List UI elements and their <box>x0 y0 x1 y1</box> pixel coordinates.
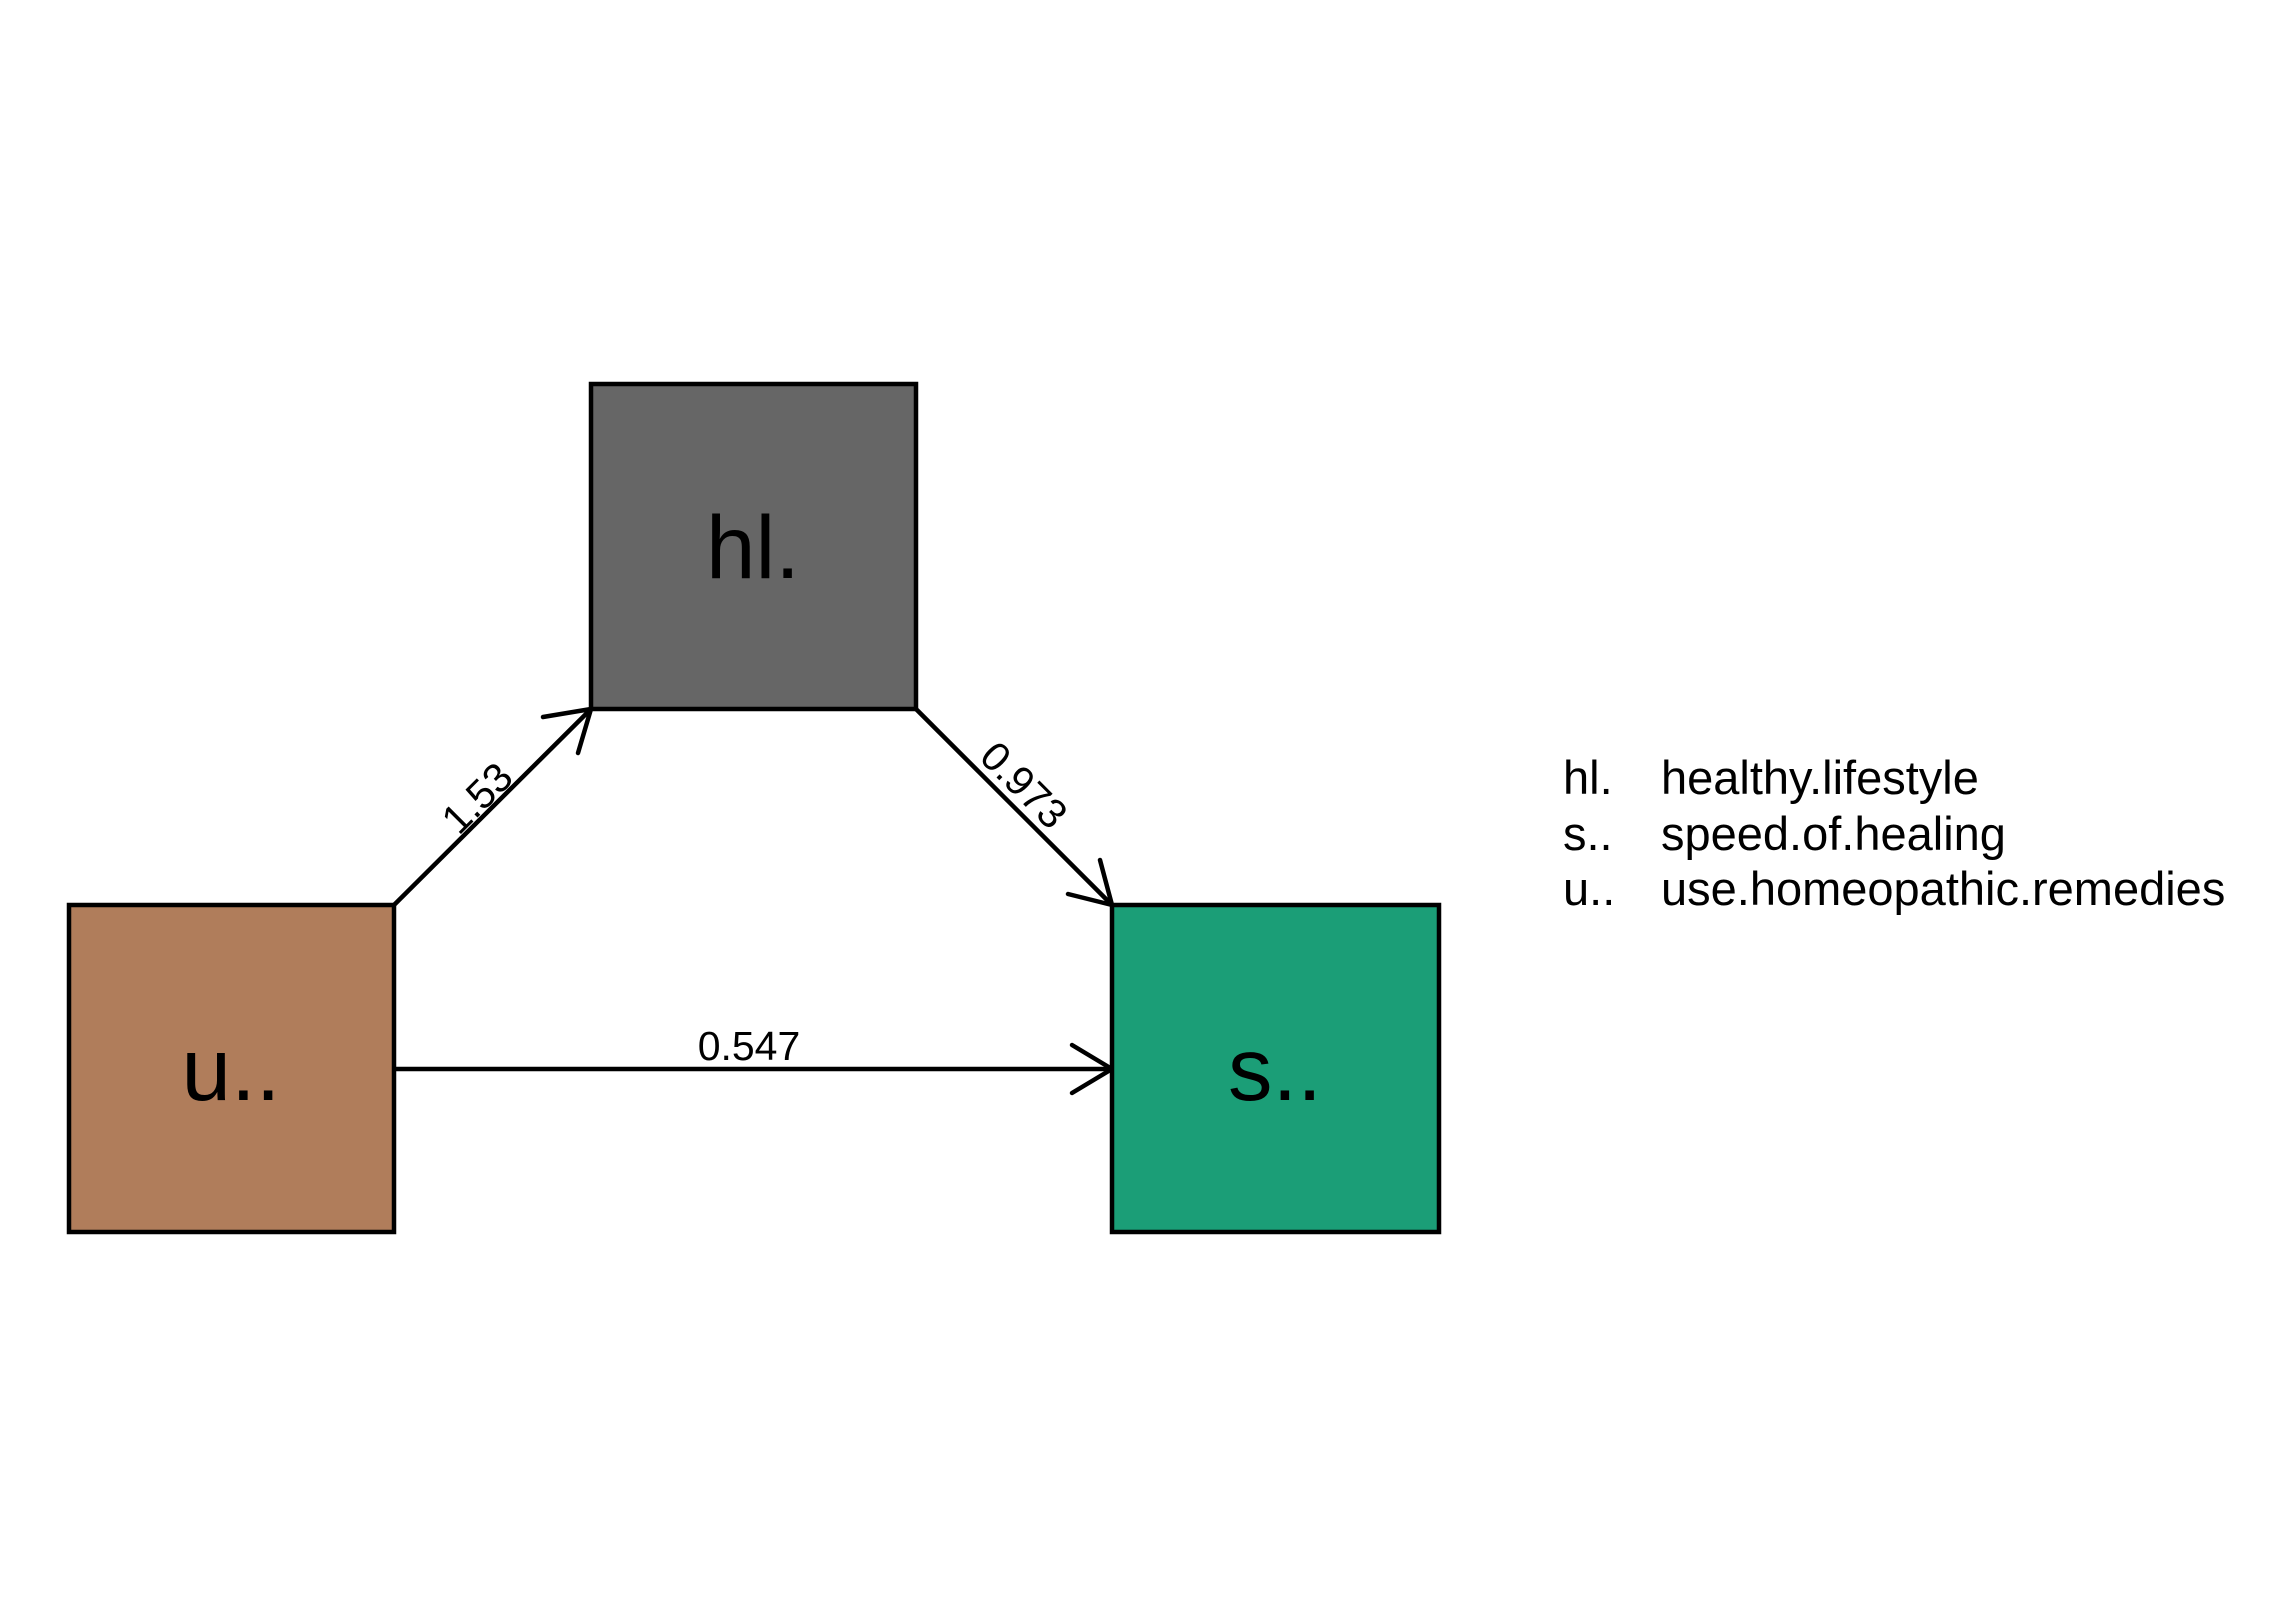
edge-label-hl-s: 0.973 <box>971 733 1076 838</box>
legend-entry: hl. healthy.lifestyle <box>1563 751 1979 804</box>
legend-name: speed.of.healing <box>1661 807 2006 860</box>
edge-hl-to-s: 0.973 <box>914 707 1115 908</box>
legend-name: healthy.lifestyle <box>1661 751 1979 804</box>
edge-label-u-s: 0.547 <box>698 1023 801 1069</box>
node-box-s <box>1109 902 1442 1235</box>
node-u: u.. <box>66 902 397 1235</box>
node-box-hl <box>588 381 919 712</box>
node-label-s: s.. <box>1228 1019 1322 1119</box>
edge-line-u-hl <box>392 707 593 907</box>
legend-abbr: hl. <box>1563 751 1613 804</box>
legend: hl. healthy.lifestyle s.. speed.of.heali… <box>1563 751 2225 915</box>
edge-u-to-s: 0.547 <box>394 1023 1115 1096</box>
node-box-u <box>66 902 397 1235</box>
legend-abbr: s.. <box>1563 807 1613 860</box>
node-label-hl: hl. <box>706 497 800 597</box>
node-label-u: u.. <box>182 1019 281 1119</box>
legend-name: use.homeopathic.remedies <box>1661 862 2225 915</box>
legend-abbr: u.. <box>1563 862 1615 915</box>
edge-label-u-hl: 1.53 <box>433 754 522 843</box>
edge-line-hl-s <box>914 707 1114 907</box>
legend-entry: u.. use.homeopathic.remedies <box>1563 862 2225 915</box>
node-hl: hl. <box>588 381 919 712</box>
node-s: s.. <box>1109 902 1442 1235</box>
legend-entry: s.. speed.of.healing <box>1563 807 2006 860</box>
edge-u-to-hl: 1.53 <box>392 706 594 907</box>
